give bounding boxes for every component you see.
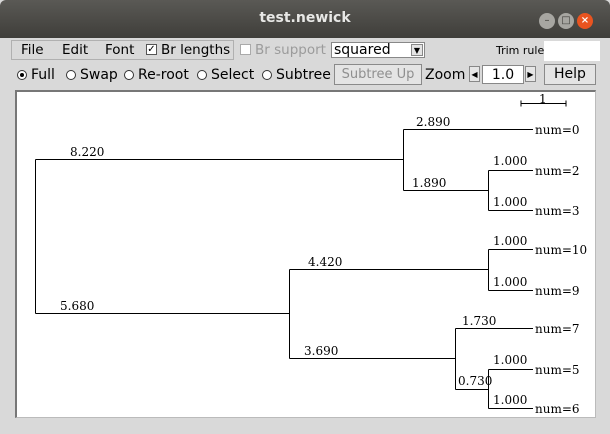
title-bar: test.newick – □ ×	[0, 0, 610, 38]
branch-length-root-lower: 5.680	[60, 299, 94, 313]
leaf-label[interactable]: num=2	[535, 164, 580, 178]
mode-subtree-label[interactable]: Subtree	[276, 67, 331, 83]
br-support-label: Br support	[255, 42, 326, 58]
mode-subtree-radio[interactable]	[262, 70, 272, 80]
branch-length-num9: 1.000	[493, 275, 527, 289]
menu-edit[interactable]: Edit	[62, 42, 89, 58]
menu-bar	[11, 40, 234, 60]
tree-canvas[interactable]: 1 8.220 5.680 2.890 1.890 1.000 1.000 4.…	[15, 90, 596, 418]
trim-rule-input[interactable]	[544, 41, 600, 61]
zoom-increase-icon[interactable]: ▶	[525, 66, 536, 82]
branch-length-num3: 1.000	[493, 195, 527, 209]
tree-drawing: 1 8.220 5.680 2.890 1.890 1.000 1.000 4.…	[35, 92, 587, 416]
menu-font[interactable]: Font	[105, 42, 135, 58]
trim-rule-label: Trim rule:	[496, 44, 548, 57]
br-lengths-label: Br lengths	[161, 42, 231, 58]
chevron-down-icon[interactable]: ▼	[411, 44, 423, 56]
tree-style-select[interactable]: squared ▼	[331, 42, 425, 58]
window-title: test.newick	[259, 10, 351, 26]
subtree-up-button[interactable]: Subtree Up	[334, 64, 422, 85]
tree-branches	[35, 100, 567, 409]
leaf-label[interactable]: num=5	[535, 363, 580, 377]
close-icon[interactable]: ×	[577, 13, 593, 29]
branch-length-clade109: 4.420	[308, 255, 342, 269]
br-lengths-checkbox[interactable]: ✓	[146, 44, 157, 55]
scale-label: 1	[539, 92, 547, 106]
zoom-value[interactable]: 1.0	[482, 65, 524, 84]
leaf-label[interactable]: num=3	[535, 204, 580, 218]
mode-full-radio[interactable]	[17, 70, 27, 80]
leaf-label[interactable]: num=6	[535, 402, 580, 416]
tree-style-value: squared	[334, 42, 391, 58]
help-button[interactable]: Help	[544, 64, 596, 85]
mode-select-radio[interactable]	[197, 70, 207, 80]
mode-swap-radio[interactable]	[66, 70, 76, 80]
branch-length-clade23: 1.890	[412, 176, 446, 190]
minimize-icon[interactable]: –	[539, 13, 555, 29]
branch-length-num10: 1.000	[493, 234, 527, 248]
branch-length-num2: 1.000	[493, 154, 527, 168]
br-support-checkbox[interactable]	[240, 44, 251, 55]
branch-length-num7: 1.730	[462, 314, 496, 328]
zoom-label: Zoom	[425, 67, 466, 83]
leaf-label[interactable]: num=10	[535, 243, 587, 257]
leaf-label[interactable]: num=0	[535, 123, 580, 137]
branch-length-num5: 1.000	[493, 353, 527, 367]
menu-file[interactable]: File	[21, 42, 44, 58]
branch-length-num6: 1.000	[493, 393, 527, 407]
zoom-decrease-icon[interactable]: ◀	[469, 66, 480, 82]
mode-select-label[interactable]: Select	[211, 67, 255, 83]
maximize-icon[interactable]: □	[558, 13, 574, 29]
branch-length-clade756: 3.690	[304, 344, 338, 358]
leaf-label[interactable]: num=7	[535, 322, 580, 336]
branch-length-root-upper: 8.220	[70, 145, 104, 159]
mode-reroot-radio[interactable]	[124, 70, 134, 80]
branch-length-clade56: 0.730	[458, 374, 492, 388]
leaf-label[interactable]: num=9	[535, 284, 580, 298]
mode-swap-label[interactable]: Swap	[80, 67, 118, 83]
mode-reroot-label[interactable]: Re-root	[138, 67, 189, 83]
branch-length-num0: 2.890	[416, 115, 450, 129]
mode-full-label[interactable]: Full	[31, 67, 55, 83]
